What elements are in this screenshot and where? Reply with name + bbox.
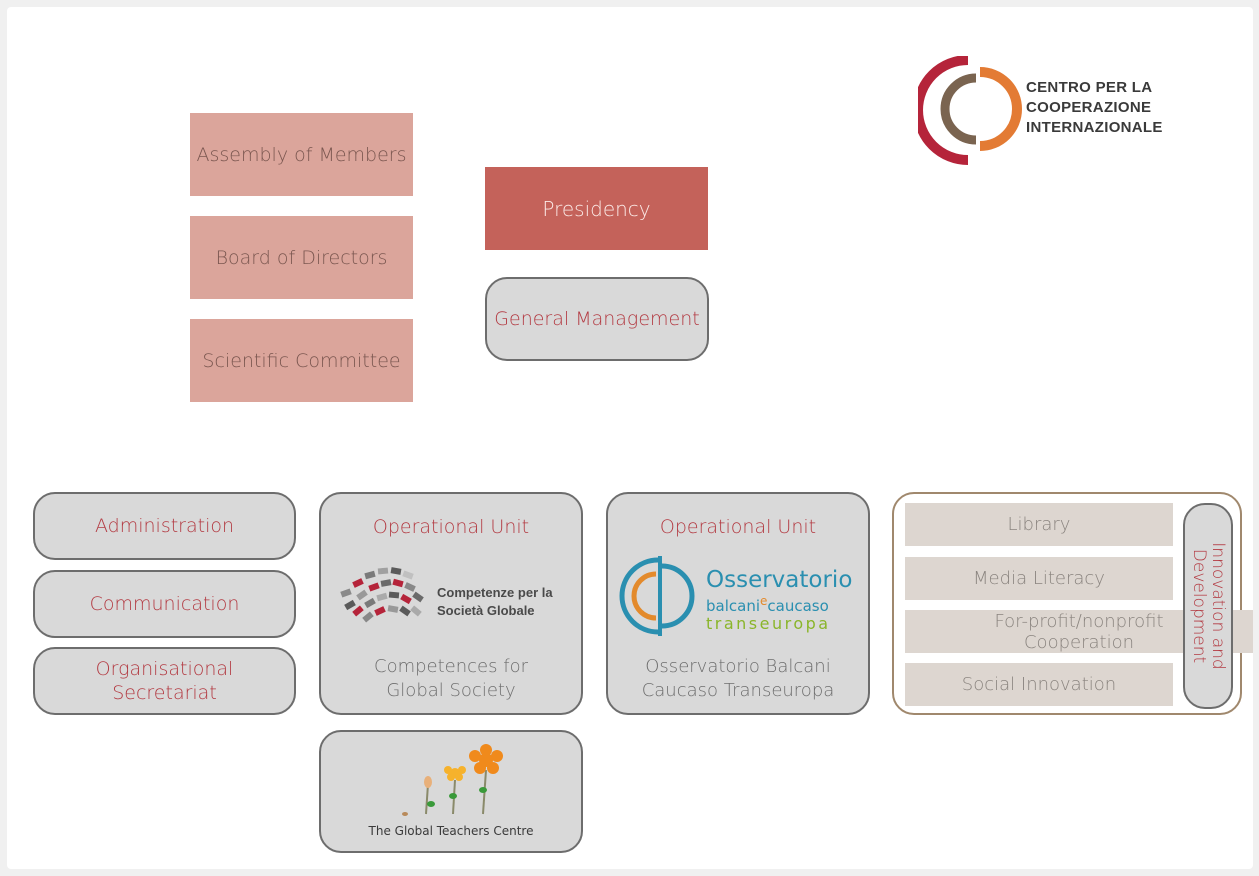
obct-logo-line-2: balcaniecaucaso (706, 592, 852, 615)
general-management-box[interactable]: General Management (485, 277, 709, 361)
brand-line-2: COOPERAZIONE (1026, 99, 1152, 116)
obct-logo-text: Osservatorio balcaniecaucaso transeuropa (706, 568, 852, 633)
operational-unit-obct[interactable]: Operational Unit Osservatorio balcanieca… (606, 492, 870, 715)
administration-box[interactable]: Administration (33, 492, 296, 560)
innovation-development-label[interactable]: Innovation and Development (1183, 503, 1233, 709)
assembly-box[interactable]: Assembly of Members (190, 113, 413, 196)
mosaic-logo-icon (340, 567, 424, 623)
secretariat-box[interactable]: Organisational Secretariat (33, 647, 296, 715)
unit-title: Operational Unit (372, 516, 530, 538)
obct-logo-line-3: transeuropa (706, 614, 831, 633)
competenze-logo-text: Competenze per la Società Globale (437, 584, 553, 620)
brand-line-1: CENTRO PER LA (1026, 79, 1153, 96)
board-box[interactable]: Board of Directors (190, 216, 413, 299)
brand-logo: CENTRO PER LA COOPERAZIONE INTERNAZIONAL… (918, 56, 1178, 166)
unit-caption: Competences for Global Society (374, 656, 528, 701)
media-literacy-item[interactable]: Media Literacy (905, 557, 1173, 600)
innovation-development-title: Innovation and Development (1189, 542, 1228, 670)
unit-title: Operational Unit (659, 516, 817, 538)
scientific-committee-box[interactable]: Scientific Committee (190, 319, 413, 402)
social-innovation-item[interactable]: Social Innovation (905, 663, 1173, 706)
flowers-logo-icon (402, 744, 503, 816)
obct-logo-line-1: Osservatorio (706, 567, 853, 593)
teachers-centre-label: The Global Teachers Centre (368, 824, 534, 838)
obct-logo-balcani: balcani (706, 597, 760, 615)
competenze-logo-line-2: Società Globale (437, 603, 535, 618)
innovation-development-box: Library Media Literacy For-profit/nonpro… (892, 492, 1253, 715)
competenze-logo-line-1: Competenze per la (437, 585, 553, 600)
brand-logo-mark (918, 56, 1022, 165)
communication-box[interactable]: Communication (33, 570, 296, 638)
global-teachers-centre-box[interactable]: The Global Teachers Centre (319, 730, 583, 853)
unit-caption: Osservatorio Balcani Caucaso Transeuropa (641, 656, 835, 701)
obct-logo-icon (619, 556, 695, 636)
brand-line-3: INTERNAZIONALE (1026, 119, 1163, 136)
operational-unit-competences[interactable]: Operational Unit (319, 492, 583, 715)
obct-logo-caucaso: caucaso (767, 597, 829, 615)
presidency-box[interactable]: Presidency (485, 167, 708, 250)
obct-logo-e: e (760, 594, 768, 608)
library-item[interactable]: Library (905, 503, 1173, 546)
